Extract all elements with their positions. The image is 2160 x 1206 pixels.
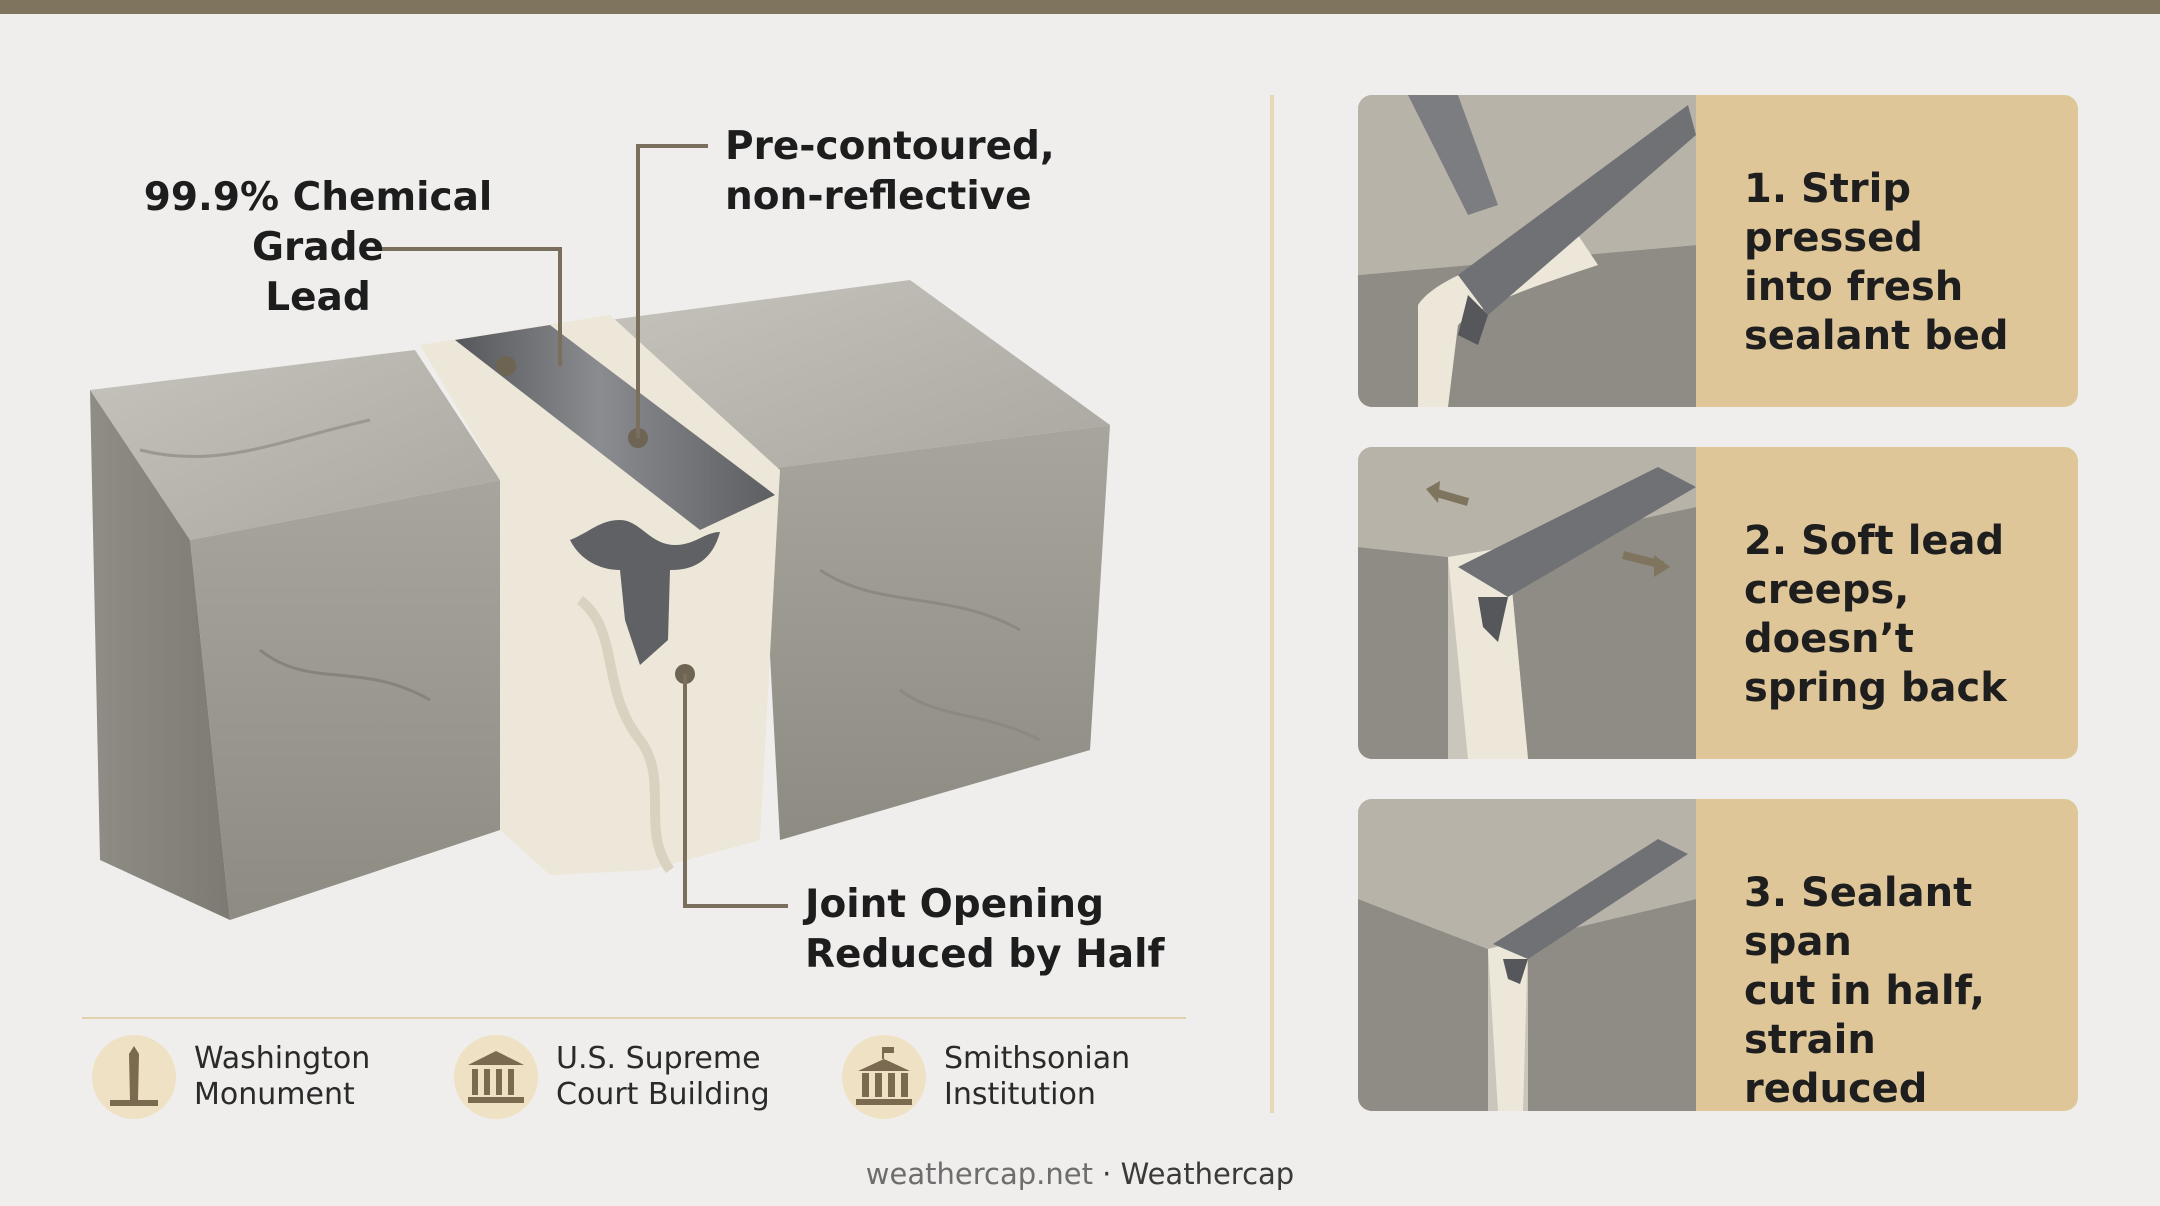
landmark-supreme-court: U.S. Supreme Court Building bbox=[454, 1032, 770, 1122]
landmark-label: U.S. Supreme Court Building bbox=[556, 1041, 770, 1112]
step-1-label: 1. Strip pressed into fresh sealant bed bbox=[1744, 166, 2009, 359]
footer-site-link[interactable]: weathercap.net bbox=[865, 1157, 1093, 1191]
right-stone-block bbox=[610, 280, 1110, 840]
landmark-smithsonian: Smithsonian Institution bbox=[842, 1032, 1130, 1122]
landmark-label: Smithsonian Institution bbox=[944, 1041, 1131, 1112]
monument-icon bbox=[92, 1035, 176, 1119]
callout-contour: Pre-contoured, non-reflective bbox=[725, 124, 1055, 219]
lead-callout-dot bbox=[496, 356, 516, 376]
step-2-illustration bbox=[1358, 447, 1696, 759]
joint-callout-dot bbox=[675, 664, 695, 684]
landmark-washington-monument: Washington Monument bbox=[92, 1032, 370, 1122]
museum-icon bbox=[842, 1035, 926, 1119]
callout-joint: Joint Opening Reduced by Half bbox=[805, 882, 1165, 977]
step-3-label: 3. Sealant span cut in half, strain redu… bbox=[1744, 870, 1985, 1111]
footer-brand: Weathercap bbox=[1120, 1157, 1295, 1191]
step-2-label: 2. Soft lead creeps, doesn’t spring back bbox=[1744, 518, 2007, 711]
step-1-illustration bbox=[1358, 95, 1696, 407]
top-accent-bar bbox=[0, 0, 2160, 14]
footer-separator: · bbox=[1092, 1157, 1121, 1191]
step-1-panel: 1. Strip pressed into fresh sealant bed bbox=[1358, 95, 2078, 407]
footer-credit: weathercap.net · Weathercap bbox=[0, 1157, 2160, 1191]
courthouse-icon bbox=[454, 1035, 538, 1119]
column-divider bbox=[1270, 95, 1274, 1113]
landmarks-divider bbox=[82, 1017, 1186, 1019]
left-stone-block bbox=[90, 350, 500, 920]
lead-strip bbox=[455, 325, 775, 665]
step-2-panel: 2. Soft lead creeps, doesn’t spring back bbox=[1358, 447, 2078, 759]
contour-callout-dot bbox=[628, 428, 648, 448]
step-3-panel: 3. Sealant span cut in half, strain redu… bbox=[1358, 799, 2078, 1111]
step-3-illustration bbox=[1358, 799, 1696, 1111]
stone-joint-illustration bbox=[90, 280, 1110, 920]
callout-lead: 99.9% Chemical Grade Lead bbox=[143, 175, 493, 320]
landmark-label: Washington Monument bbox=[194, 1041, 371, 1112]
